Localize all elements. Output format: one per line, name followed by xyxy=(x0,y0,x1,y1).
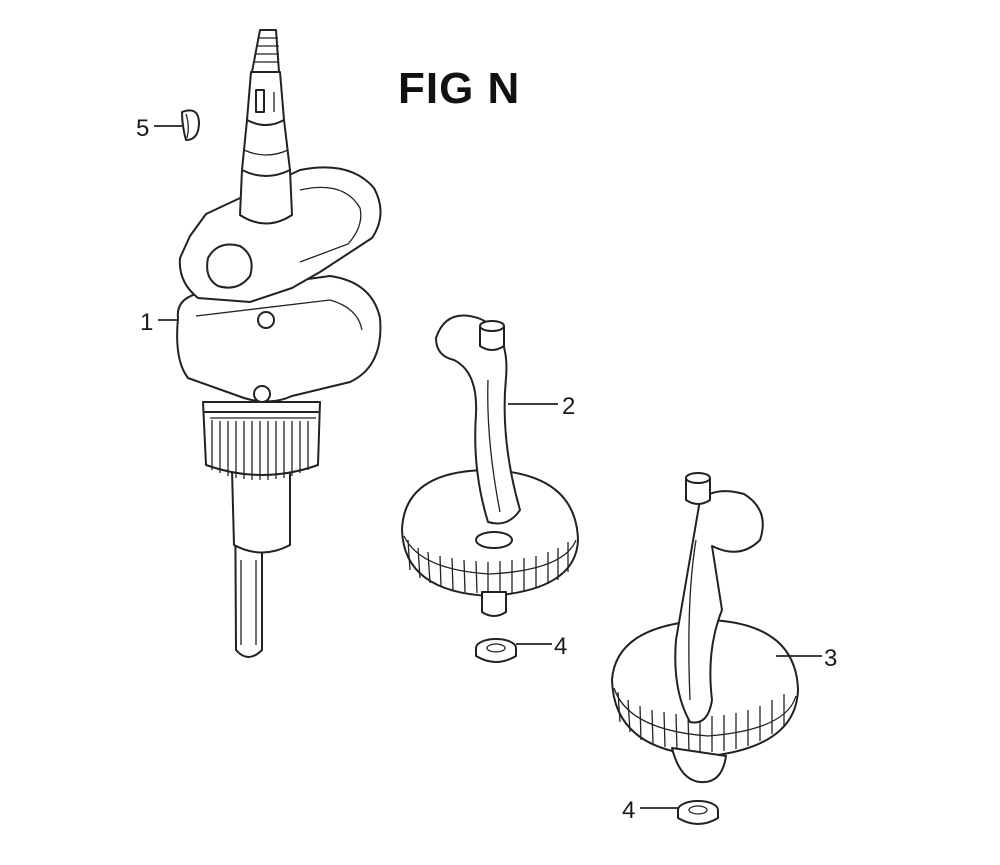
callout-4-upper: 4 xyxy=(554,633,567,660)
callout-4-lower: 4 xyxy=(622,797,635,824)
crank-gear-teeth xyxy=(211,420,309,480)
part-5-key xyxy=(181,109,200,141)
figure-title: FIG N xyxy=(398,64,521,113)
callout-1: 1 xyxy=(140,309,153,336)
callout-2: 2 xyxy=(562,393,575,420)
part-4-washer-lower xyxy=(677,800,719,825)
callout-5: 5 xyxy=(136,115,149,142)
part-3-gear-teeth xyxy=(617,691,785,752)
part-4-washer-upper xyxy=(475,638,517,663)
part-1-crankshaft xyxy=(176,29,382,658)
part-2-balancer xyxy=(401,314,579,617)
part-2-gear-teeth xyxy=(407,539,569,594)
callout-3: 3 xyxy=(824,645,837,672)
part-3-balancer xyxy=(611,472,799,784)
